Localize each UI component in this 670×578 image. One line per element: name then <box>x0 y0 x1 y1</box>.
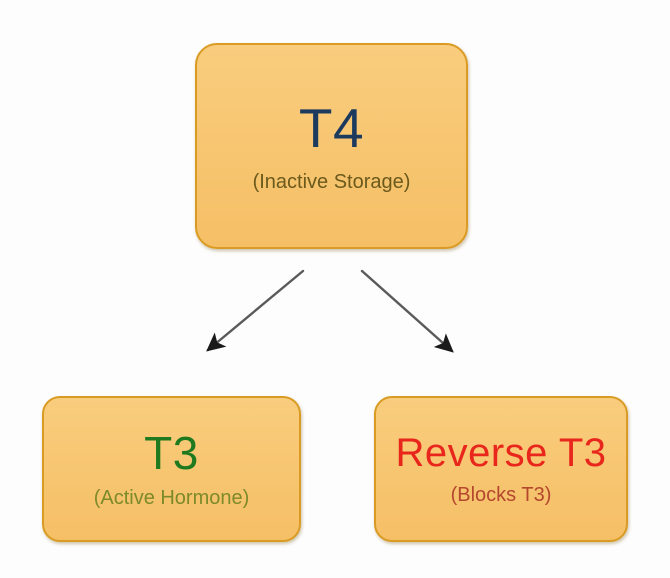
arrow-t4-to-reverse-t3 <box>360 269 454 353</box>
node-t3-subtitle: (Active Hormone) <box>93 487 250 509</box>
node-reverse-t3[interactable]: Reverse T3 (Blocks T3) <box>374 396 628 542</box>
node-t4[interactable]: T4 (Inactive Storage) <box>195 43 468 249</box>
node-t4-title: T4 <box>298 96 365 159</box>
node-reverse-t3-subtitle: (Blocks T3) <box>450 484 552 506</box>
arrow-t4-to-t3 <box>206 269 305 352</box>
node-reverse-t3-title: Reverse T3 <box>395 431 607 475</box>
node-t4-subtitle: (Inactive Storage) <box>252 170 411 193</box>
node-t3[interactable]: T3 (Active Hormone) <box>42 396 301 542</box>
node-t3-title: T3 <box>144 427 199 479</box>
